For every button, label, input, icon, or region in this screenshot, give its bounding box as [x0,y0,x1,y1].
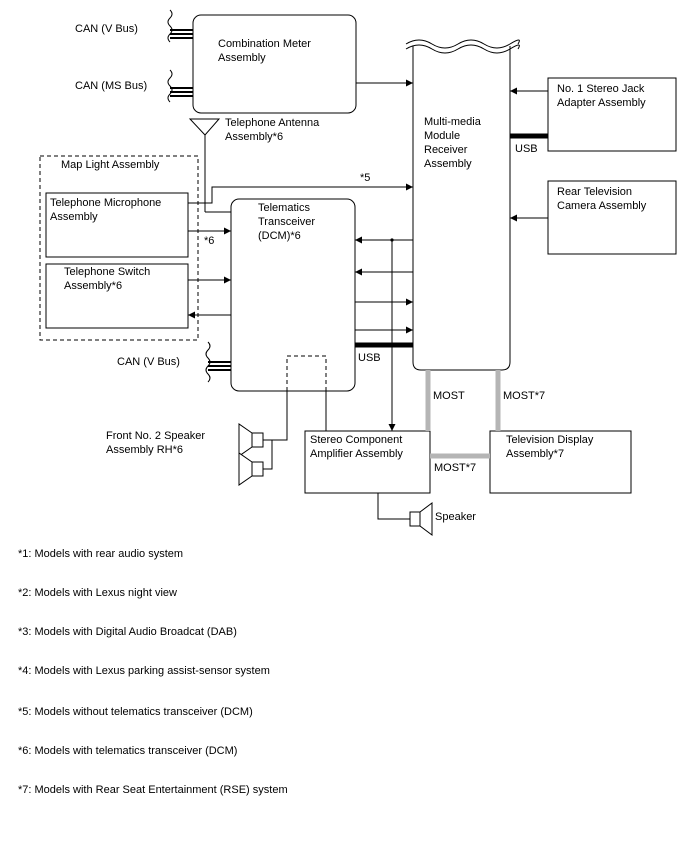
footnote-6: *6: Models with telematics transceiver (… [18,745,238,757]
dcm-to-front-speaker-line-2 [263,440,273,470]
junction-dot [390,238,394,242]
tv-display-box [489,430,632,494]
multimedia-receiver-label: Multi-media [424,116,482,128]
note-5-label: *5 [360,172,370,184]
multimedia-receiver-break [405,39,520,54]
telephone-antenna-label: Assembly*6 [225,131,283,143]
rear-tv-camera-label: Camera Assembly [557,200,647,212]
telematics-transceiver-label: Telematics [258,202,310,214]
footnote-1: *1: Models with rear audio system [18,548,184,560]
tv-display-label: Assembly*7 [506,448,564,460]
footnote-4: *4: Models with Lexus parking assist-sen… [18,665,270,677]
multimedia-receiver-label: Assembly [424,158,472,170]
front-speaker-label: Front No. 2 Speaker [106,430,205,442]
can-ms-bus-label: CAN (MS Bus) [75,80,147,92]
stereo-amplifier-label: Amplifier Assembly [310,448,403,460]
can-ms-bus-connection [167,69,193,103]
telephone-microphone-box [45,192,189,258]
can-v-bus-top-connection [167,9,193,43]
most-7-horizontal-label: MOST*7 [434,462,476,474]
front-speaker-label: Assembly RH*6 [106,444,183,456]
multimedia-receiver-box [412,46,511,371]
footnote-5: *5: Models without telematics transceive… [18,706,253,718]
can-v-bus-top-label: CAN (V Bus) [75,23,138,35]
usb-jack-label: USB [515,143,538,155]
stereo-amplifier-label: Stereo Component [310,434,402,446]
telephone-switch-box [45,263,189,329]
telematics-transceiver-box [230,198,356,392]
note-6-label: *6 [204,235,214,247]
footnote-7: *7: Models with Rear Seat Entertainment … [18,784,288,796]
usb-dcm-label: USB [358,352,381,364]
microphone-to-receiver-arrow [188,183,413,204]
amplifier-to-speaker-line [377,493,410,520]
dcm-to-front-speaker-line [263,391,288,441]
telephone-microphone-label: Telephone Microphone [50,197,161,209]
telephone-switch-label: Telephone Switch [64,266,150,278]
telephone-microphone-label: Assembly [50,211,98,223]
telephone-antenna-icon [188,118,231,213]
tv-display-label: Television Display [506,434,594,446]
map-light-box [39,155,199,341]
most-7-vertical-label: MOST*7 [503,390,545,402]
telephone-switch-label: Assembly*6 [64,280,122,292]
front-speaker-icon [238,423,264,486]
map-light-label: Map Light Assembly [61,159,160,171]
most-label: MOST [433,390,465,402]
telematics-transceiver-label: Transceiver [258,216,315,228]
multimedia-receiver-label: Receiver [424,144,468,156]
speaker-icon [409,502,433,536]
footnote-3: *3: Models with Digital Audio Broadcat (… [18,626,237,638]
multimedia-receiver-label: Module [424,130,460,142]
footnote-2: *2: Models with Lexus night view [18,587,177,599]
stereo-jack-adapter-label: Adapter Assembly [557,97,646,109]
telematics-transceiver-label: (DCM)*6 [258,230,301,242]
rear-tv-camera-box [547,180,677,255]
rear-tv-camera-label: Rear Television [557,186,632,198]
combination-meter-label: Assembly [218,52,266,64]
combination-meter-label: Combination Meter [218,38,311,50]
dcm-internal-dashed [286,355,327,391]
can-v-bus-bottom-label: CAN (V Bus) [117,356,180,368]
can-v-bus-bottom-connection [205,341,231,383]
combination-meter-box [192,14,357,114]
speaker-label: Speaker [435,511,476,523]
telephone-antenna-label: Telephone Antenna [225,117,320,129]
stereo-amplifier-box [304,430,431,494]
stereo-jack-adapter-label: No. 1 Stereo Jack [557,83,645,95]
stereo-jack-adapter-box [547,77,677,152]
